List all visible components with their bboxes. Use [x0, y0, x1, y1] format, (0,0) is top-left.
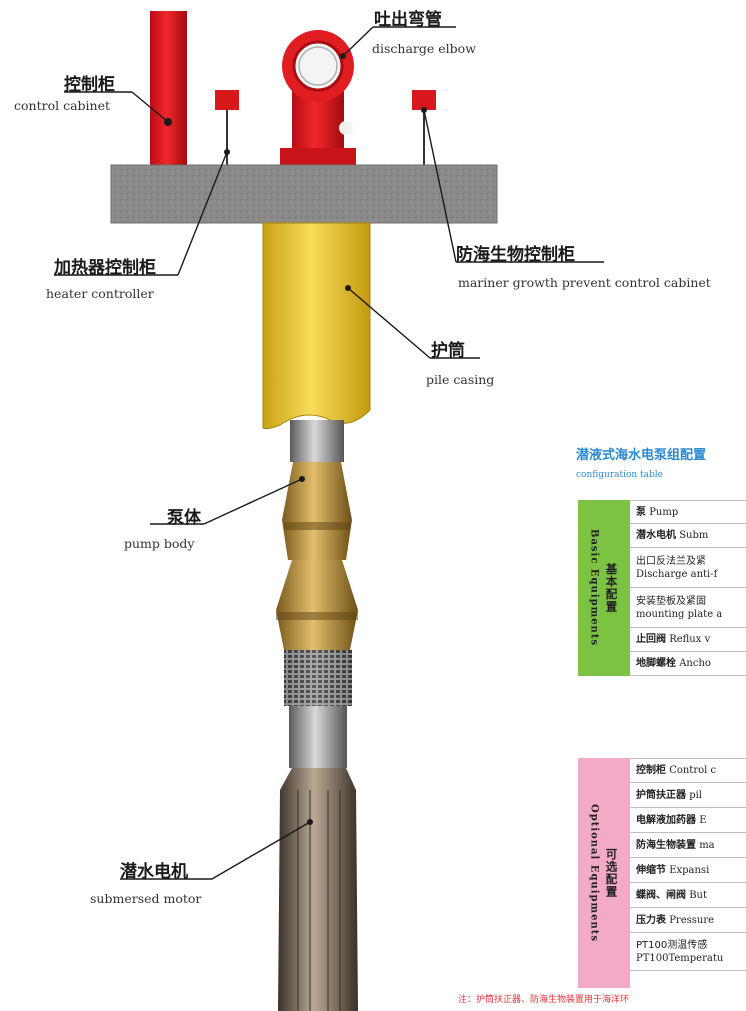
- table-row: 控制柜 Control c: [630, 758, 746, 783]
- strainer: [284, 650, 352, 706]
- config-table-subtitle: configuration table: [576, 470, 664, 480]
- optional-header-en: Optional Equipments: [588, 804, 600, 942]
- label-mariner-cabinet-en: mariner growth prevent control cabinet: [458, 275, 711, 290]
- table-row: 电解液加药器 E: [630, 808, 746, 833]
- label-pump-body-en: pump body: [124, 536, 195, 551]
- label-submersed-motor-en: submersed motor: [90, 891, 202, 906]
- basic-equipment-section: Basic Equipments 基本配置 泵 Pump 潜水电机 Subm 出…: [578, 500, 746, 676]
- mariner-cabinet-box: [412, 90, 436, 166]
- optional-section-header: Optional Equipments 可选配置: [578, 758, 630, 988]
- label-pump-body-zh: 泵体: [167, 508, 201, 528]
- optional-rows: 控制柜 Control c 护筒扶正器 pil 电解液加药器 E 防海生物装置 …: [630, 758, 746, 988]
- config-table-title: 潜液式海水电泵组配置: [576, 448, 707, 463]
- pile-casing-body: [262, 222, 371, 430]
- table-row: 伸缩节 Expansi: [630, 858, 746, 883]
- leader-dots: [165, 53, 427, 825]
- label-heater-controller-zh: 加热器控制柜: [54, 258, 156, 278]
- label-control-cabinet-zh: 控制柜: [64, 75, 115, 95]
- table-row: 护筒扶正器 pil: [630, 783, 746, 808]
- label-mariner-cabinet-zh: 防海生物控制柜: [456, 245, 575, 265]
- table-row: 潜水电机 Subm: [630, 524, 746, 548]
- submersed-motor-body: [278, 768, 358, 1011]
- label-control-cabinet-en: control cabinet: [14, 98, 110, 113]
- heater-controller-box: [215, 90, 239, 166]
- basic-header-en: Basic Equipments: [588, 529, 600, 647]
- optional-header-zh: 可选配置: [604, 848, 619, 898]
- table-row: 泵 Pump: [630, 500, 746, 524]
- basic-header-zh: 基本配置: [604, 563, 619, 613]
- table-row: 蝶阀、闸阀 But: [630, 883, 746, 908]
- shaft-section: [289, 706, 347, 768]
- label-heater-controller-en: heater controller: [46, 286, 154, 301]
- label-discharge-elbow-zh: 吐出弯管: [374, 10, 442, 30]
- concrete-slab: [110, 164, 498, 224]
- basic-section-header: Basic Equipments 基本配置: [578, 500, 630, 676]
- table-row: 止回阀 Reflux v: [630, 628, 746, 652]
- table-row: 压力表 Pressure: [630, 908, 746, 933]
- label-submersed-motor-zh: 潜水电机: [120, 862, 188, 882]
- control-cabinet: [150, 11, 187, 166]
- label-discharge-elbow-en: discharge elbow: [372, 41, 476, 56]
- optional-equipment-section: Optional Equipments 可选配置 控制柜 Control c 护…: [578, 758, 746, 988]
- label-pile-casing-en: pile casing: [426, 372, 495, 387]
- leader-lines: [54, 26, 604, 880]
- table-footnote: 注：护筒扶正器、防海生物装置用于海洋环: [458, 995, 630, 1005]
- discharge-elbow: [280, 30, 356, 166]
- label-pile-casing-zh: 护筒: [431, 341, 465, 361]
- table-row: 地脚螺栓 Ancho: [630, 652, 746, 676]
- table-row: 防海生物装置 ma: [630, 833, 746, 858]
- pump-body-shape: [276, 420, 358, 650]
